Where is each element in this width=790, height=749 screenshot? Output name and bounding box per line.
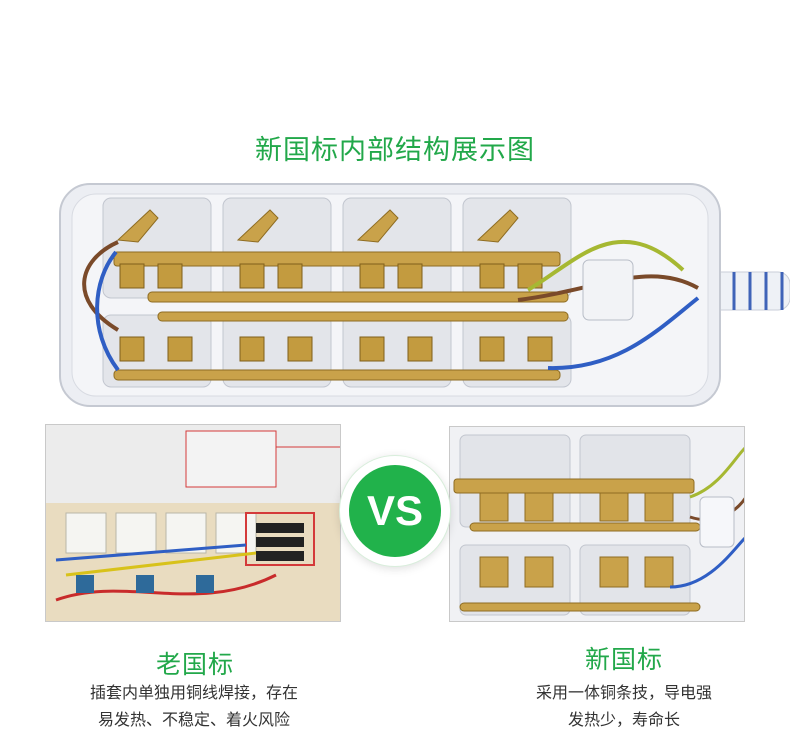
new-standard-title: 新国标 [584, 645, 663, 674]
old-standard-title: 老国标 [155, 650, 234, 679]
new-desc-line-1: 采用一体铜条技，导电强 [535, 683, 712, 702]
old-standard-illustration [46, 430, 340, 621]
power-strip-interior-photo [58, 180, 790, 410]
page-title: 新国标内部结构展示图 [255, 135, 535, 166]
new-standard-photo [449, 426, 745, 622]
new-desc-line-2: 发热少，寿命长 [567, 710, 680, 729]
old-standard-description: 插套内单独用铜线焊接，存在 易发热、不稳定、着火风险 [44, 679, 344, 733]
old-standard-photo [45, 424, 341, 622]
vs-badge: VS [340, 456, 450, 566]
new-standard-description: 采用一体铜条技，导电强 发热少，寿命长 [464, 679, 784, 733]
power-strip-illustration [59, 183, 790, 407]
new-standard-illustration [450, 427, 744, 621]
old-desc-line-1: 插套内单独用铜线焊接，存在 [89, 683, 298, 702]
old-desc-line-2: 易发热、不稳定、着火风险 [97, 710, 290, 729]
vs-badge-label: VS [349, 465, 441, 557]
